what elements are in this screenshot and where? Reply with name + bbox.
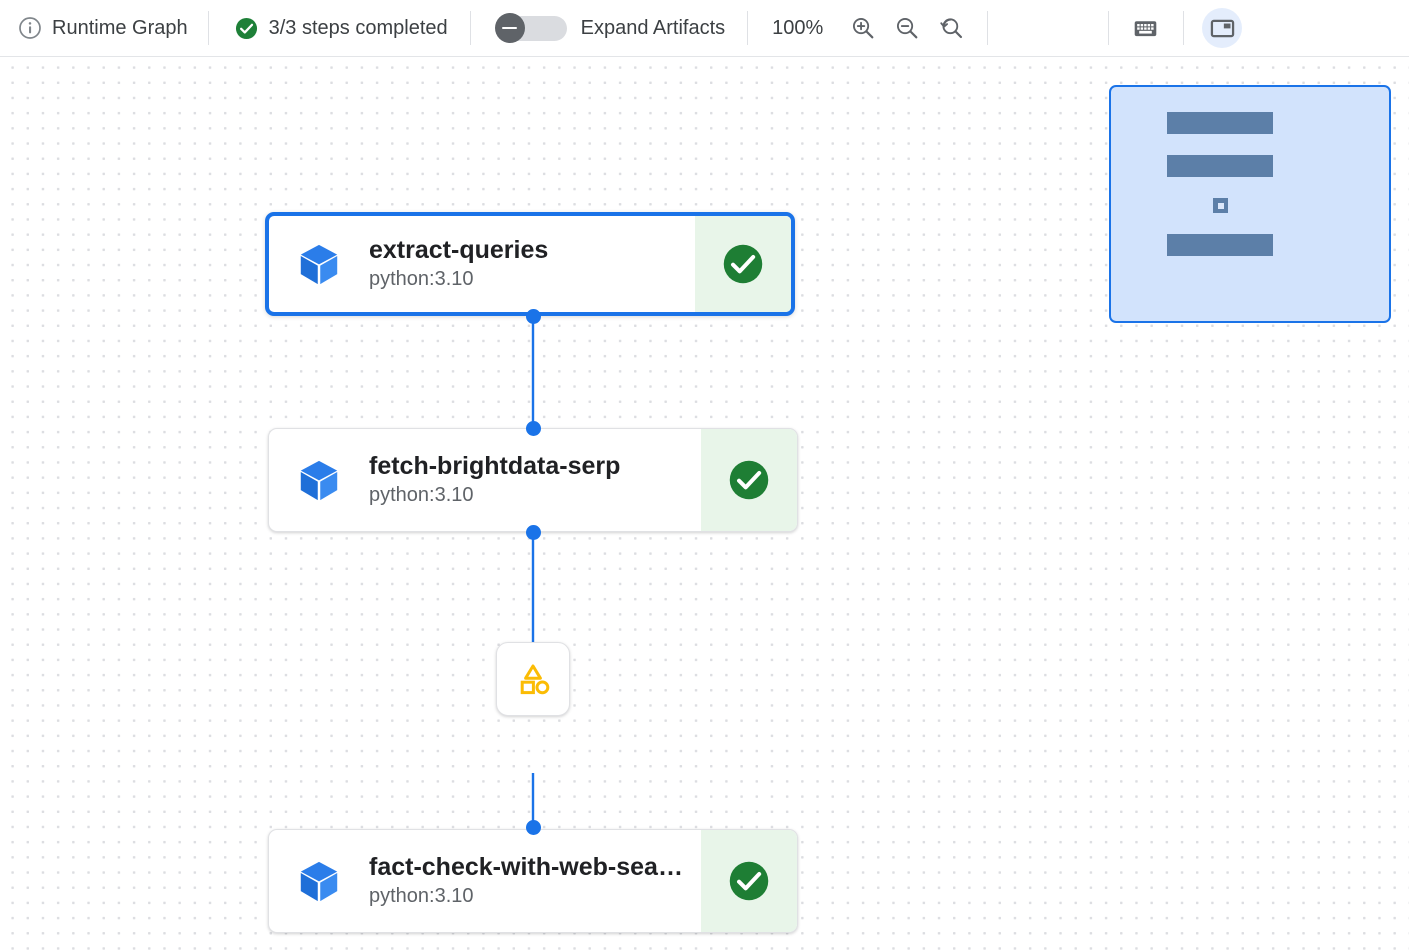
toggle-off-icon [494, 13, 525, 43]
node-handle-source-fetch-brightdata-serp[interactable] [526, 525, 541, 540]
steps-status-group: 3/3 steps completed [209, 0, 470, 56]
node-title: fact-check-with-web-sea… [369, 852, 683, 881]
node-text-container: extract-queries python:3.10 [369, 216, 695, 312]
graph-minimap[interactable] [1109, 85, 1391, 323]
zoom-level-label: 100% [772, 16, 824, 39]
toolbar: Runtime Graph 3/3 steps completed Expand… [0, 0, 1409, 57]
expand-artifacts-toggle[interactable] [494, 13, 567, 43]
check-circle-icon [722, 243, 764, 285]
cube-icon [296, 241, 342, 287]
info-icon [18, 16, 42, 40]
minimap-panel-toggle-button[interactable] [1202, 8, 1243, 48]
shapes-icon [513, 659, 553, 699]
zoom-controls-group: 100% [748, 0, 987, 56]
node-subtitle: python:3.10 [369, 885, 474, 908]
zoom-reset-icon [938, 15, 964, 41]
node-icon-container [269, 429, 369, 531]
zoom-in-button[interactable] [843, 8, 883, 48]
node-handle-source-extract-queries[interactable] [526, 309, 541, 324]
minimap-artifact-square [1213, 198, 1228, 213]
node-title: fetch-brightdata-serp [369, 451, 621, 480]
check-circle-icon [728, 860, 770, 902]
graph-canvas[interactable]: extract-queries python:3.10 [0, 57, 1409, 950]
minimap-node-bar [1167, 112, 1273, 134]
zoom-out-icon [894, 15, 920, 41]
toolbar-divider-6 [1183, 11, 1185, 45]
toolbar-divider-2 [469, 11, 471, 45]
toolbar-divider-3 [747, 11, 749, 45]
graph-node-extract-queries[interactable]: extract-queries python:3.10 [265, 212, 795, 316]
node-text-container: fetch-brightdata-serp python:3.10 [369, 429, 701, 531]
zoom-reset-button[interactable] [931, 8, 971, 48]
node-status-badge [701, 429, 797, 531]
minimap-node-bar [1167, 155, 1273, 177]
node-icon-container [269, 830, 369, 932]
node-status-badge [695, 216, 791, 312]
toolbar-divider-4 [987, 11, 989, 45]
keyboard-shortcuts-button[interactable] [1125, 8, 1165, 48]
cube-icon [296, 457, 342, 503]
zoom-out-button[interactable] [887, 8, 927, 48]
minimap-panel-icon [1209, 15, 1236, 42]
steps-status-text: 3/3 steps completed [268, 16, 448, 39]
node-title: extract-queries [369, 235, 549, 264]
expand-artifacts-group: Expand Artifacts [471, 0, 748, 56]
check-circle-icon [728, 459, 770, 501]
keyboard-shortcuts-group [1109, 0, 1183, 56]
node-status-badge [701, 830, 797, 932]
graph-node-artifact[interactable] [496, 642, 570, 716]
node-text-container: fact-check-with-web-sea… python:3.10 [369, 830, 701, 932]
graph-node-fact-check-with-web-search[interactable]: fact-check-with-web-sea… python:3.10 [268, 829, 798, 933]
panel-toggle-group [1184, 0, 1258, 56]
node-icon-container [269, 216, 369, 312]
toolbar-divider-1 [207, 11, 209, 45]
expand-artifacts-label: Expand Artifacts [580, 16, 726, 39]
check-circle-icon [235, 17, 258, 40]
zoom-in-icon [850, 15, 876, 41]
toolbar-title-group: Runtime Graph [0, 0, 208, 56]
node-subtitle: python:3.10 [369, 484, 474, 507]
node-handle-target-fact-check-with-web-search[interactable] [526, 820, 541, 835]
minimap-node-bar [1167, 234, 1273, 256]
graph-node-fetch-brightdata-serp[interactable]: fetch-brightdata-serp python:3.10 [268, 428, 798, 532]
toolbar-divider-5 [1108, 11, 1110, 45]
page-title: Runtime Graph [52, 16, 188, 39]
node-subtitle: python:3.10 [369, 268, 474, 291]
keyboard-icon [1132, 15, 1159, 42]
node-handle-target-fetch-brightdata-serp[interactable] [526, 421, 541, 436]
cube-icon [296, 858, 342, 904]
